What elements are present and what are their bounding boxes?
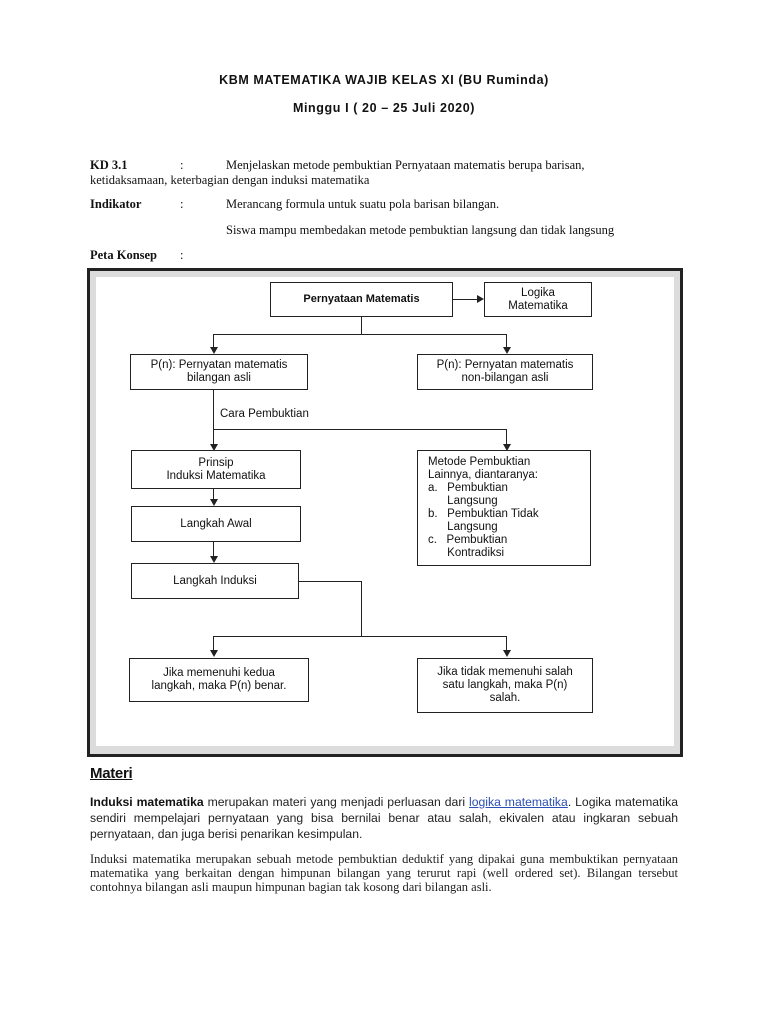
text: merupakan materi yang menjadi perluasan … <box>203 795 470 809</box>
node-langkah-induksi: Langkah Induksi <box>131 563 299 599</box>
indikator-label: Indikator <box>90 197 142 211</box>
link-logika-matematika[interactable]: logika matematika <box>469 795 568 809</box>
connector <box>213 429 507 431</box>
paragraph-1: Induksi matematika merupakan materi yang… <box>90 794 678 842</box>
indikator-item: Merancang formula untuk suatu pola baris… <box>226 197 500 211</box>
connector <box>213 429 215 445</box>
node-pn-non-bilangan-asli: P(n): Pernyatan matematis non-bilangan a… <box>417 354 593 390</box>
node-salah: Jika tidak memenuhi salah satu langkah, … <box>417 658 593 713</box>
connector <box>506 429 508 445</box>
arrow-right-icon <box>477 295 484 303</box>
connector <box>213 489 215 501</box>
kd-label: KD 3.1 <box>90 158 128 172</box>
node-metode-lainnya: Metode Pembuktian Lainnya, diantaranya: … <box>417 450 591 566</box>
connector <box>213 542 215 558</box>
arrow-down-icon <box>503 444 511 451</box>
peta-konsep-colon: : <box>180 248 184 262</box>
node-benar: Jika memenuhi kedua langkah, maka P(n) b… <box>129 658 309 702</box>
arrow-down-icon <box>210 347 218 354</box>
concept-map: Pernyataan Matematis Logika Matematika P… <box>96 277 674 746</box>
node-logika-matematika: Logika Matematika <box>484 282 592 317</box>
arrow-down-icon <box>503 650 511 657</box>
connector <box>361 317 363 335</box>
connector <box>213 390 215 430</box>
kd-text-line1: Menjelaskan metode pembuktian Pernyataan… <box>226 158 585 172</box>
text: . Logika matematika sendiri mempelajari … <box>90 795 678 841</box>
connector <box>213 636 507 638</box>
node-pernyataan-matematis: Pernyataan Matematis <box>270 282 453 317</box>
arrow-down-icon <box>210 556 218 563</box>
connector <box>299 581 361 583</box>
term-induksi: Induksi matematika <box>90 795 204 809</box>
connector <box>361 581 363 637</box>
label-cara-pembuktian: Cara Pembuktian <box>220 408 309 420</box>
arrow-down-icon <box>210 499 218 506</box>
connector <box>453 299 478 301</box>
paragraph-2: Induksi matematika merupakan sebuah meto… <box>90 852 678 894</box>
node-langkah-awal: Langkah Awal <box>131 506 301 542</box>
concept-map-frame: Pernyataan Matematis Logika Matematika P… <box>87 268 683 757</box>
indikator-colon: : <box>180 197 184 211</box>
connector <box>506 334 508 348</box>
arrow-down-icon <box>210 444 218 451</box>
kd-text-line2: ketidaksamaan, keterbagian dengan induks… <box>90 173 370 187</box>
connector <box>213 334 215 348</box>
connector <box>506 636 508 651</box>
section-heading-materi: Materi <box>90 765 133 782</box>
indikator-item: Siswa mampu membedakan metode pembuktian… <box>226 223 615 237</box>
arrow-down-icon <box>210 650 218 657</box>
node-prinsip-induksi: Prinsip Induksi Matematika <box>131 450 301 489</box>
page-title: KBM MATEMATIKA WAJIB KELAS XI (BU Rumind… <box>219 73 549 87</box>
connector <box>213 334 507 336</box>
kd-colon: : <box>180 158 184 172</box>
node-pn-bilangan-asli: P(n): Pernyatan matematis bilangan asli <box>130 354 308 390</box>
peta-konsep-label: Peta Konsep <box>90 248 158 262</box>
arrow-down-icon <box>503 347 511 354</box>
connector <box>213 636 215 651</box>
page-subtitle: Minggu I ( 20 – 25 Juli 2020) <box>292 101 476 115</box>
